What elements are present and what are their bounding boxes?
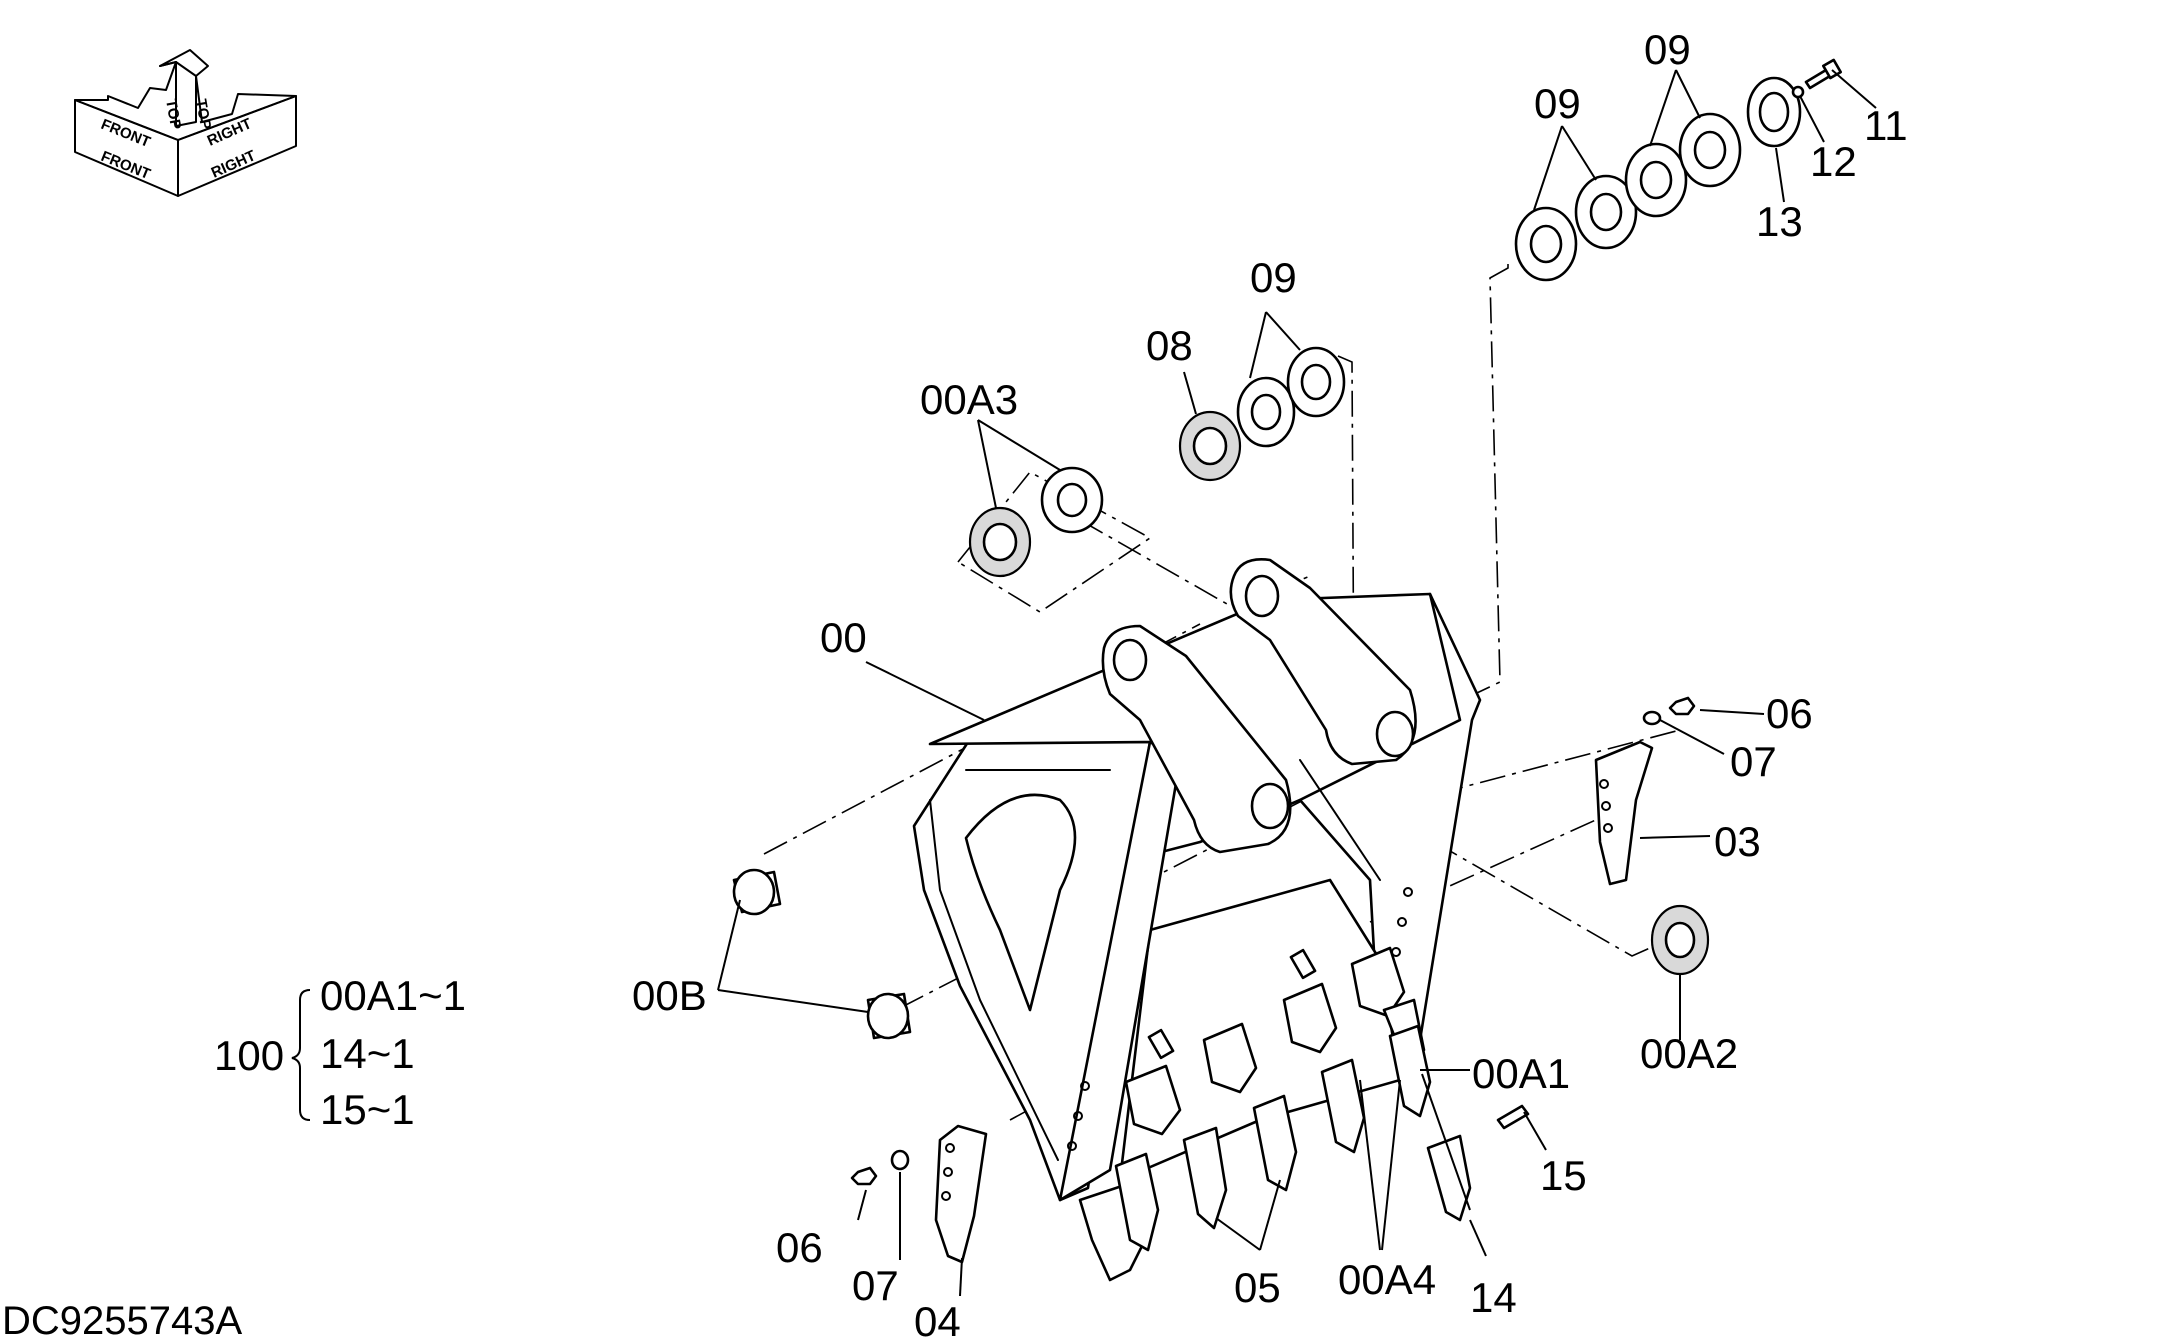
teeth-05 <box>1114 1024 1432 1252</box>
side-cutter-03 <box>1594 740 1654 886</box>
seal-00A2 <box>1650 904 1710 976</box>
washer-12 <box>1791 85 1805 99</box>
seal-00A3 <box>968 466 1104 578</box>
orientation-label-front-2: FRONT <box>99 148 153 183</box>
callout-00: 00 <box>820 614 867 661</box>
callout-00A4: 00A4 <box>1338 1256 1436 1303</box>
orientation-label-top-1: TOP <box>162 98 184 131</box>
washer-08 <box>1178 410 1242 482</box>
orientation-label-right-2: RIGHT <box>209 147 259 182</box>
plate-13 <box>1746 76 1802 148</box>
callout-06-left: 06 <box>776 1224 823 1271</box>
callout-00A2: 00A2 <box>1640 1030 1738 1077</box>
orientation-label-top-2: TOP <box>192 98 214 131</box>
callout-12: 12 <box>1810 138 1857 185</box>
kit-number: 100 <box>214 1032 284 1079</box>
adapter-00A1-row <box>1078 946 1426 1282</box>
bushing-00B-upper <box>732 868 782 916</box>
pin-small-1 <box>1289 948 1317 980</box>
orientation-icon: FRONT FRONT TOP TOP RIGHT RIGHT <box>74 49 297 197</box>
tooth-14 <box>1426 1134 1472 1222</box>
kit-reference: 100 00A1~1 14~1 15~1 <box>214 972 466 1133</box>
washer-07-right <box>1642 710 1662 726</box>
callout-15: 15 <box>1540 1152 1587 1199</box>
pin-15 <box>1496 1104 1530 1130</box>
kit-item-1: 00A1~1 <box>320 972 466 1019</box>
bolt-11 <box>1804 58 1842 90</box>
kit-item-2: 14~1 <box>320 1030 415 1077</box>
bolt-06-right <box>1668 696 1696 716</box>
pin-small-2 <box>1147 1028 1175 1060</box>
leader-lines <box>291 69 1877 1297</box>
callout-09-front: 09 <box>1250 254 1297 301</box>
callout-07-left: 07 <box>852 1262 899 1309</box>
callout-00A3: 00A3 <box>920 376 1018 423</box>
bucket-body <box>912 558 1482 1202</box>
callout-07-right: 07 <box>1730 738 1777 785</box>
orientation-label-front-1: FRONT <box>99 116 153 151</box>
washer-07-left <box>890 1149 910 1171</box>
side-cutter-04 <box>934 1124 988 1264</box>
callout-09-rear: 09 <box>1644 26 1691 73</box>
callout-00A1: 00A1 <box>1472 1050 1570 1097</box>
callout-04: 04 <box>914 1298 961 1341</box>
kit-item-3: 15~1 <box>320 1086 415 1133</box>
shims-09-front <box>1236 346 1346 448</box>
callout-05: 05 <box>1234 1264 1281 1311</box>
bushing-00B-lower <box>866 992 912 1040</box>
callout-13: 13 <box>1756 198 1803 245</box>
shims-09-mid <box>1514 174 1638 282</box>
callout-00B: 00B <box>632 972 707 1019</box>
callout-08: 08 <box>1146 322 1193 369</box>
callout-09-mid: 09 <box>1534 80 1581 127</box>
callout-14: 14 <box>1470 1274 1517 1321</box>
bolt-06-left <box>850 1166 878 1186</box>
callout-11: 11 <box>1864 102 1908 149</box>
callout-06-right: 06 <box>1766 690 1813 737</box>
callout-03: 03 <box>1714 818 1761 865</box>
shims-09-rear <box>1624 112 1742 218</box>
drawing-code: DC9255743A <box>2 1299 242 1341</box>
